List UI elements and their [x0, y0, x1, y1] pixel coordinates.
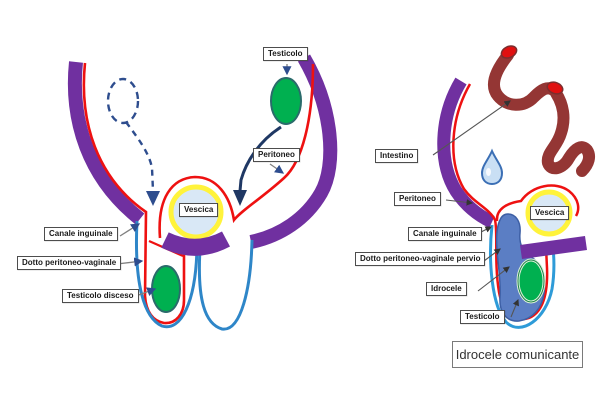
peritoneum-line-dome	[158, 63, 315, 239]
descent-arrow-curve	[238, 125, 282, 192]
intestine-opening-top	[500, 45, 518, 59]
scrotum-outline-left	[135, 220, 199, 329]
caption-idrocele-comunicante: Idrocele comunicante	[452, 341, 583, 368]
label-vescica-right: Vescica	[530, 206, 570, 221]
intestine-icon	[488, 45, 596, 177]
label-intestino: Intestino	[375, 149, 419, 164]
pubic-bone-bar-right	[520, 236, 587, 259]
testis-before-descent	[270, 77, 302, 125]
label-testicolo-disceso: Testicolo disceso	[62, 289, 139, 304]
abdominal-wall-arc-right-panel	[437, 77, 495, 228]
left-label-arrows	[116, 64, 292, 298]
label-dotto-pervio: Dotto peritoneo-vaginale pervio	[355, 252, 486, 267]
peritoneum-line-over-bladder	[495, 184, 580, 222]
descent-arrow-head	[233, 190, 247, 206]
peritoneum-line-canal	[82, 62, 186, 325]
label-testicolo-lower-right: Testicolo	[460, 310, 505, 325]
abdominal-wall-right-arc	[249, 54, 338, 249]
descent-path-dashed-arrow	[125, 121, 155, 192]
intestine-opening-right	[546, 81, 564, 95]
undescended-testis-dashed-outline	[106, 77, 140, 125]
label-vescica-left: Vescica	[179, 203, 219, 218]
label-idrocele: Idrocele	[426, 282, 467, 297]
abdominal-wall-left-arc	[67, 61, 145, 225]
right-diagram-communicating-hydrocele	[432, 45, 596, 329]
label-canale-inguinale-right: Canale inguinale	[408, 227, 482, 242]
label-peritoneo-right: Peritoneo	[394, 192, 441, 207]
scrotum-outline-hydrocele	[489, 224, 556, 329]
label-peritoneo-left: Peritoneo	[253, 148, 300, 163]
pubic-bone-bar-left	[161, 231, 230, 256]
label-testicolo-upper: Testicolo	[263, 47, 308, 62]
label-canale-inguinale-left: Canale inguinale	[44, 227, 118, 242]
descended-testis	[151, 265, 181, 313]
right-label-arrows	[432, 100, 519, 318]
testis-in-hydrocele-edge	[517, 259, 545, 303]
scrotum-outline-right	[197, 239, 254, 331]
descent-path-dashed-arrowhead	[146, 191, 160, 206]
label-dotto-peritoneo-vaginale: Dotto peritoneo-vaginale	[17, 256, 122, 271]
water-drop-icon	[480, 148, 504, 186]
